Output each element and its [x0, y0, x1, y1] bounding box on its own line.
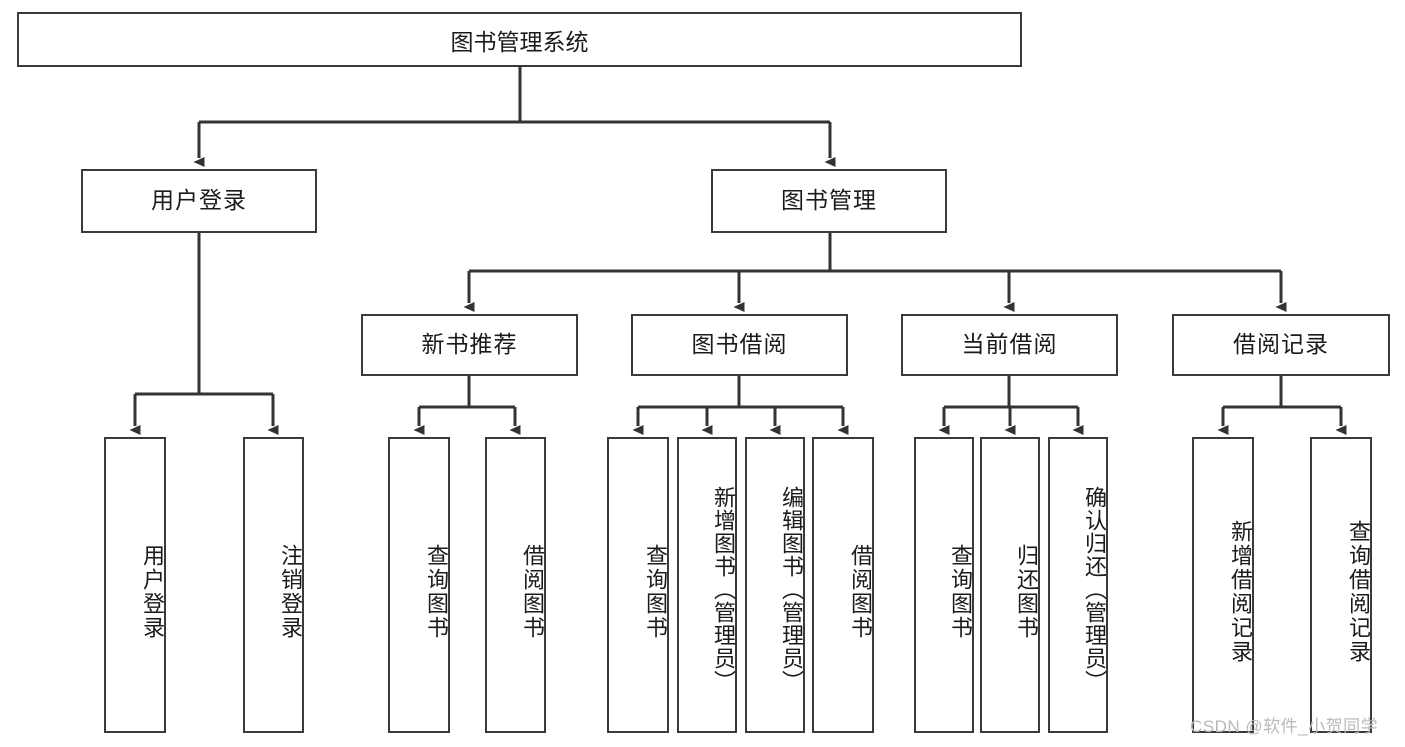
leaf-query-book-current[interactable]: 查询图书: [914, 437, 974, 733]
leaf-edit-book-admin[interactable]: 编辑图书（管理员）: [745, 437, 805, 733]
node-book-borrow[interactable]: 图书借阅: [631, 314, 848, 376]
leaf-query-book-borrow[interactable]: 查询图书: [607, 437, 669, 733]
leaf-borrow-book-recommendation[interactable]: 借阅图书: [485, 437, 546, 733]
node-user-login[interactable]: 用户登录: [81, 169, 317, 233]
leaf-add-book-admin[interactable]: 新增图书（管理员）: [677, 437, 737, 733]
leaf-add-borrow-record[interactable]: 新增借阅记录: [1192, 437, 1254, 733]
node-root[interactable]: 图书管理系统: [17, 12, 1022, 67]
watermark-text: CSDN @软件_小贺同学: [1190, 717, 1379, 736]
node-current-borrow[interactable]: 当前借阅: [901, 314, 1118, 376]
node-new-book-recommendation[interactable]: 新书推荐: [361, 314, 578, 376]
leaf-user-login[interactable]: 用户登录: [104, 437, 166, 733]
leaf-confirm-return-admin[interactable]: 确认归还（管理员）: [1048, 437, 1108, 733]
leaf-borrow-book[interactable]: 借阅图书: [812, 437, 874, 733]
leaf-return-book[interactable]: 归还图书: [980, 437, 1040, 733]
node-book-manage[interactable]: 图书管理: [711, 169, 947, 233]
leaf-logout[interactable]: 注销登录: [243, 437, 304, 733]
node-borrow-record[interactable]: 借阅记录: [1172, 314, 1390, 376]
leaf-query-borrow-record[interactable]: 查询借阅记录: [1310, 437, 1372, 733]
leaf-query-book-recommendation[interactable]: 查询图书: [388, 437, 450, 733]
